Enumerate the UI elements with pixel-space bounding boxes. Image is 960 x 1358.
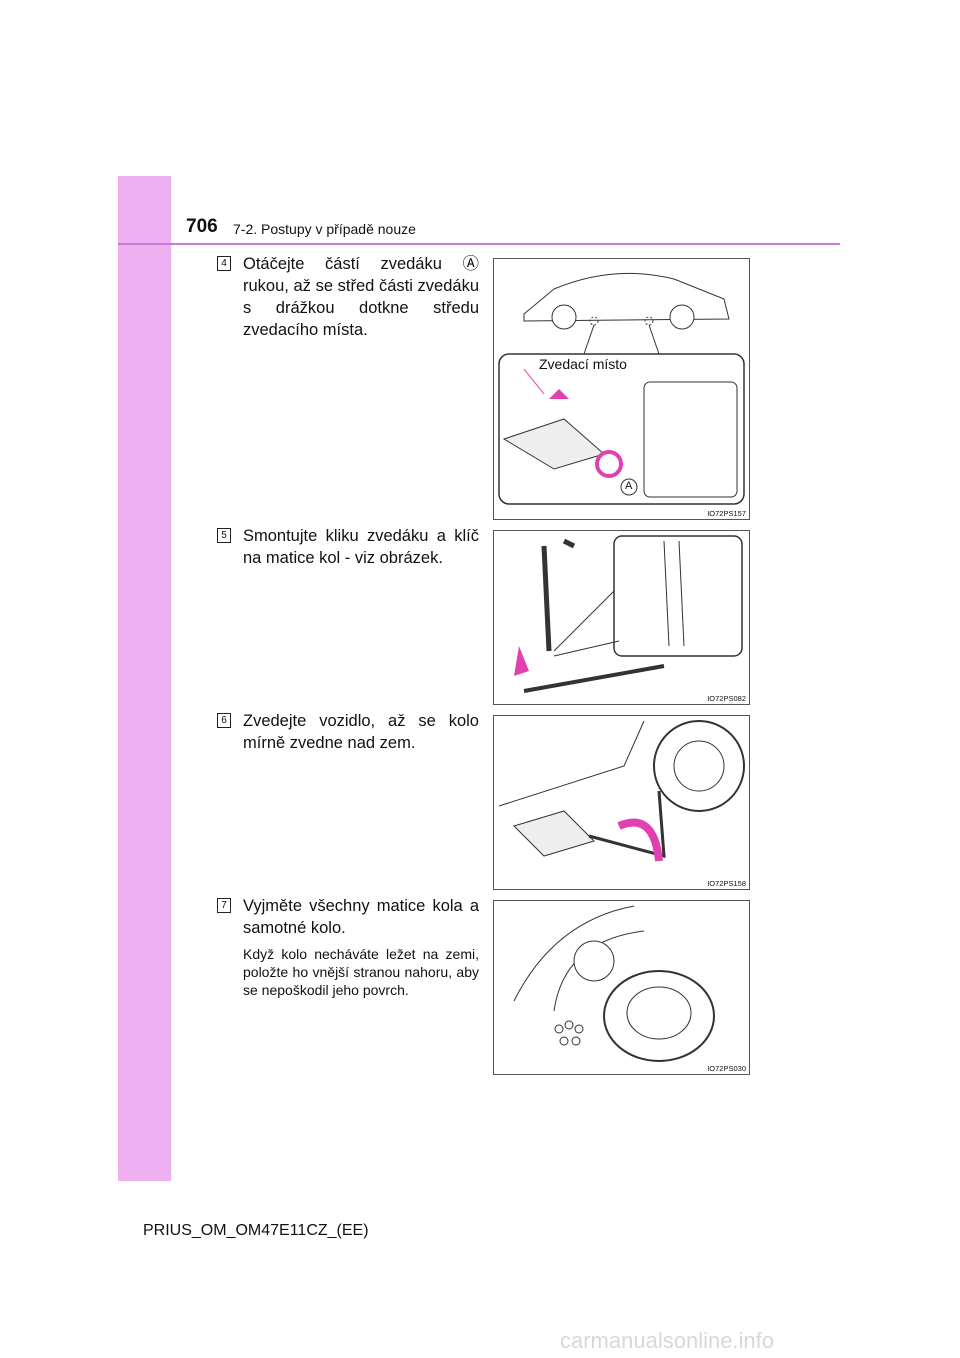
figure-code: IO72PS030: [707, 1064, 746, 1073]
figure-code: IO72PS158: [707, 879, 746, 888]
page-number: 706: [186, 216, 218, 237]
step-6: 6 Zvedejte vozidlo, až se kolo mírně zve…: [217, 710, 479, 754]
step-4: 4 Otáčejte částí zvedáku Ⓐ rukou, až se …: [217, 253, 479, 341]
step-number: 7: [217, 898, 231, 913]
wheel-removal-illustration: [513, 905, 715, 1062]
step-number: 4: [217, 256, 231, 271]
section-tab-bar: [118, 176, 171, 1181]
figure-raise-vehicle: IO72PS158: [493, 715, 750, 890]
watermark: carmanualsonline.info: [560, 1328, 775, 1353]
step-number: 6: [217, 713, 231, 728]
step-text: Zvedejte vozidlo, až se kolo mírně zvedn…: [243, 712, 479, 752]
step-text: Otáčejte částí zvedáku Ⓐ rukou, až se st…: [243, 255, 479, 339]
step-5: 5 Smontujte kliku zvedáku a klíč na mati…: [217, 525, 479, 569]
header-rule: [118, 243, 840, 245]
figure-remove-wheel: IO72PS030: [493, 900, 750, 1075]
figure-jack-handle-assembly: IO72PS082: [493, 530, 750, 705]
marker-a: A: [625, 480, 633, 492]
raise-illustration: [498, 720, 745, 862]
step-text: Vyjměte všechny matice kola a samotné ko…: [243, 897, 479, 937]
jack-illustration: [498, 272, 745, 505]
step-number: 5: [217, 528, 231, 543]
document-footer: PRIUS_OM_OM47E11CZ_(EE): [143, 1222, 369, 1239]
step-note: Když kolo necháváte ležet na zemi, polož…: [243, 946, 479, 998]
lift-point-label: Zvedací místo: [539, 356, 627, 372]
figure-code: IO72PS082: [707, 694, 746, 703]
step-text: Smontujte kliku zvedáku a klíč na matice…: [243, 527, 479, 567]
step-7: 7 Vyjměte všechny matice kola a samotné …: [217, 895, 479, 999]
figure-jack-lift-point: Zvedací místo A IO72PS157: [493, 258, 750, 520]
handle-illustration: [514, 535, 743, 693]
section-title: 7-2. Postupy v případě nouze: [233, 221, 416, 237]
figure-code: IO72PS157: [707, 509, 746, 518]
